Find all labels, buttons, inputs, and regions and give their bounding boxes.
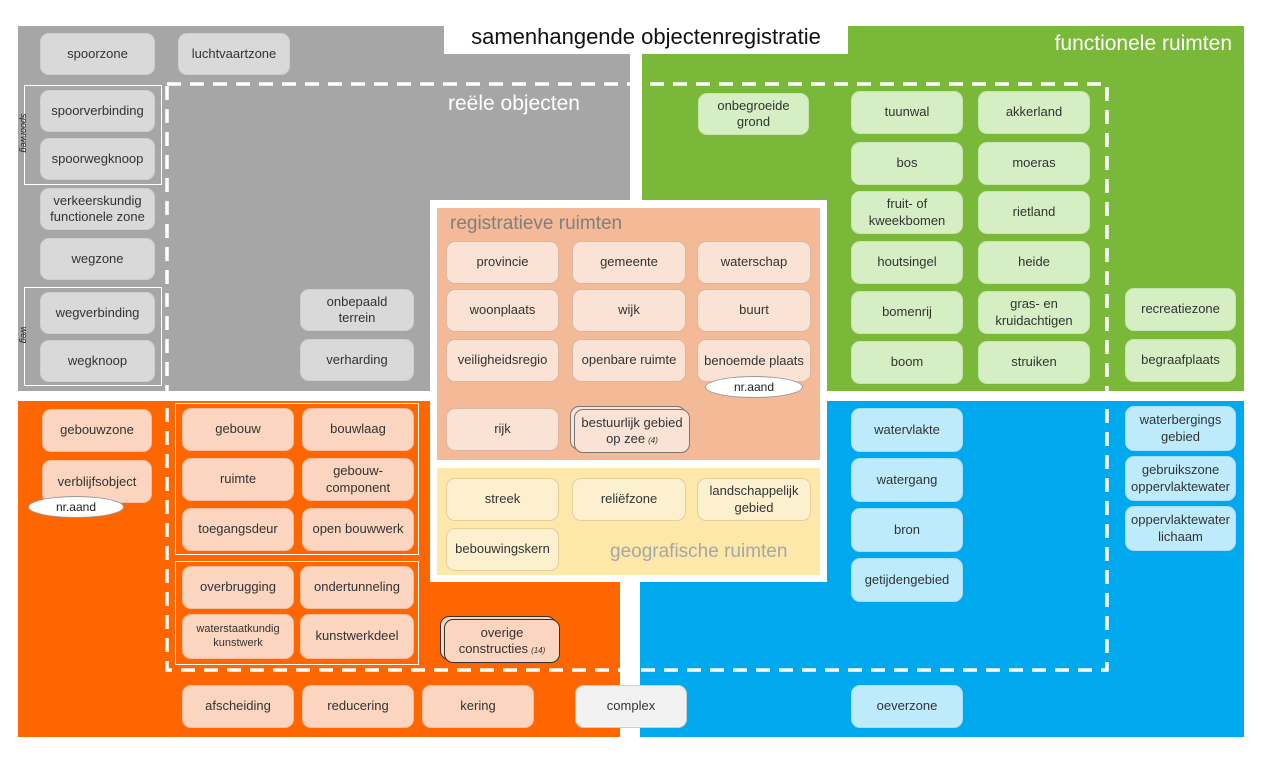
openbare-ruimte-box[interactable]: openbare ruimte <box>572 339 686 382</box>
waterstaatkundig-box[interactable]: waterstaatkundig kunstwerk <box>182 614 294 659</box>
watervlakte-box[interactable]: watervlakte <box>851 408 963 452</box>
functionele-ruimten-title: functionele ruimten <box>1054 32 1232 55</box>
spoorverbinding-box[interactable]: spoorverbinding <box>40 90 155 132</box>
bos-box[interactable]: bos <box>851 142 963 185</box>
reducering-box[interactable]: reducering <box>302 685 414 728</box>
luchtvaartzone-box[interactable]: luchtvaartzone <box>178 33 290 75</box>
onbegroeide-grond-box[interactable]: onbegroeide grond <box>698 93 809 135</box>
provincie-box[interactable]: provincie <box>446 241 559 284</box>
wegknoop-box[interactable]: wegknoop <box>40 340 155 382</box>
oppervlaktewater-box[interactable]: oppervlaktewater lichaam <box>1125 506 1236 551</box>
bestuurlijk-gebied-box[interactable]: bestuurlijk gebied op zee(4) <box>574 409 690 453</box>
ruimte-box[interactable]: ruimte <box>182 458 294 501</box>
title-background <box>444 20 848 54</box>
registratieve-ruimten-title: registratieve ruimten <box>450 213 623 234</box>
overige-count: (14) <box>531 646 546 655</box>
waterbergings-box[interactable]: waterbergings gebied <box>1125 406 1236 451</box>
gebouwcomponent-box[interactable]: gebouw-component <box>302 458 414 501</box>
benoemde-plaats-box[interactable]: benoemde plaats <box>697 339 811 382</box>
verblijfsobject-nr-aand: nr.aand <box>28 496 124 518</box>
toegangsdeur-box[interactable]: toegangsdeur <box>182 508 294 551</box>
gras-box[interactable]: gras- en kruidachtigen <box>978 291 1090 334</box>
bestuurlijk-count: (4) <box>648 436 658 445</box>
kunstwerkdeel-box[interactable]: kunstwerkdeel <box>300 614 414 659</box>
kunstwerk-group <box>175 561 419 665</box>
wegzone-box[interactable]: wegzone <box>40 238 155 280</box>
page-title: samenhangende objectenregistratie <box>471 24 821 49</box>
getijdengebied-box[interactable]: getijdengebied <box>851 558 963 602</box>
reele-objecten-title: reële objecten <box>448 92 580 115</box>
gebouwzone-box[interactable]: gebouwzone <box>42 409 152 452</box>
ondertunneling-box[interactable]: ondertunneling <box>300 566 414 609</box>
spoorzone-box[interactable]: spoorzone <box>40 33 155 75</box>
bebouwingskern-box[interactable]: bebouwingskern <box>446 528 559 571</box>
streek-box[interactable]: streek <box>446 478 559 521</box>
rijk-box[interactable]: rijk <box>446 408 559 451</box>
landschappelijk-box[interactable]: landschappelijk gebied <box>697 478 811 521</box>
waterschap-box[interactable]: waterschap <box>697 241 811 284</box>
wijk-box[interactable]: wijk <box>572 289 686 332</box>
onbepaald-terrein-box[interactable]: onbepaald terrein <box>300 289 414 331</box>
bron-box[interactable]: bron <box>851 508 963 552</box>
moeras-box[interactable]: moeras <box>978 142 1090 185</box>
watergang-box[interactable]: watergang <box>851 458 963 502</box>
begraafplaats-box[interactable]: begraafplaats <box>1125 339 1236 382</box>
heide-box[interactable]: heide <box>978 241 1090 284</box>
bomenrij-box[interactable]: bomenrij <box>851 291 963 334</box>
verharding-box[interactable]: verharding <box>300 339 414 381</box>
complex-box[interactable]: complex <box>575 685 687 728</box>
gebouw-group <box>175 403 419 555</box>
geografische-ruimten-title: geografische ruimten <box>610 541 788 562</box>
woonplaats-box[interactable]: woonplaats <box>446 289 559 332</box>
fruit-box[interactable]: fruit- of kweekbomen <box>851 191 963 234</box>
akkerland-box[interactable]: akkerland <box>978 91 1090 134</box>
benoemde-plaats-nr-aand: nr.aand <box>705 376 803 398</box>
overige-label: overige constructies <box>458 624 529 656</box>
spoorwegknoop-box[interactable]: spoorwegknoop <box>40 138 155 180</box>
boom-box[interactable]: boom <box>851 341 963 384</box>
overbrugging-box[interactable]: overbrugging <box>182 566 294 609</box>
veiligheidsregio-box[interactable]: veiligheidsregio <box>446 339 559 382</box>
gebruikszone-box[interactable]: gebruikszone oppervlaktewater <box>1125 456 1236 501</box>
buurt-box[interactable]: buurt <box>697 289 811 332</box>
spoorweg-label: spoorweg <box>19 113 29 153</box>
overige-constructies-box[interactable]: overige constructies(14) <box>444 619 560 663</box>
verblijfsobject-box[interactable]: verblijfsobject <box>42 460 152 503</box>
gebouw-box[interactable]: gebouw <box>182 408 294 451</box>
open-bouwwerk-box[interactable]: open bouwwerk <box>302 508 414 551</box>
bestuurlijk-label: bestuurlijk gebied op zee <box>581 414 683 446</box>
spoorweg-group <box>24 85 162 185</box>
gemeente-box[interactable]: gemeente <box>572 241 686 284</box>
houtsingel-box[interactable]: houtsingel <box>851 241 963 284</box>
recreatiezone-box[interactable]: recreatiezone <box>1125 288 1236 331</box>
afscheiding-box[interactable]: afscheiding <box>182 685 294 728</box>
struiken-box[interactable]: struiken <box>978 341 1090 384</box>
verkeerskundig-box[interactable]: verkeerskundig functionele zone <box>40 188 155 230</box>
weg-label: weg <box>19 326 29 344</box>
oeverzone-box[interactable]: oeverzone <box>851 685 963 728</box>
rietland-box[interactable]: rietland <box>978 191 1090 234</box>
bouwlaag-box[interactable]: bouwlaag <box>302 408 414 451</box>
weg-group <box>24 287 162 386</box>
wegverbinding-box[interactable]: wegverbinding <box>40 292 155 334</box>
kering-box[interactable]: kering <box>422 685 534 728</box>
tuunwal-box[interactable]: tuunwal <box>851 91 963 134</box>
reliefzone-box[interactable]: reliëfzone <box>572 478 686 521</box>
